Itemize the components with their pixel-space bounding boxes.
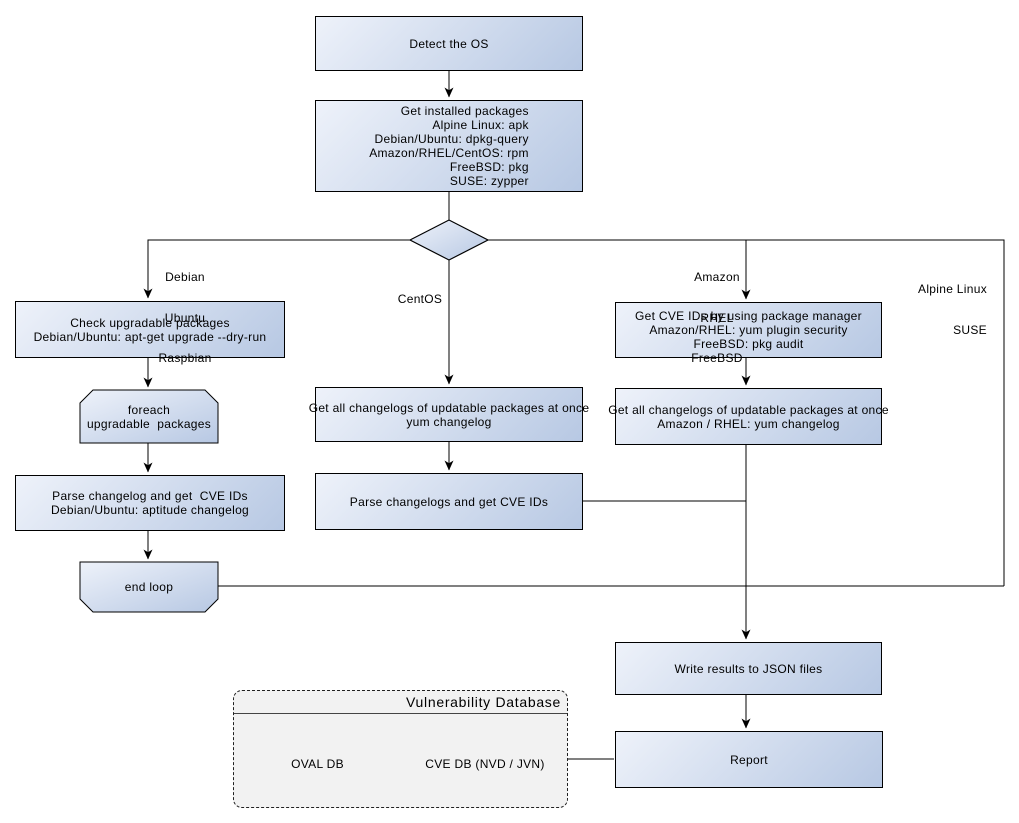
node-text-line: FreeBSD: pkg bbox=[449, 160, 529, 174]
node-text-line: upgradable packages bbox=[86, 416, 212, 431]
node-text-line: Write results to JSON files bbox=[674, 661, 823, 676]
node-get-changelogs-amazon-rhel: Get all changelogs of updatable packages… bbox=[608, 388, 888, 445]
node-text-line: yum changelog bbox=[406, 414, 492, 429]
node-text-line: Detect the OS bbox=[409, 36, 489, 51]
edge-label-line: Ubuntu bbox=[164, 310, 206, 325]
vulnerability-database-title: Vulnerability Database bbox=[406, 694, 561, 710]
loop-end-label: end loop bbox=[80, 562, 218, 612]
node-get-changelogs-centos: Get all changelogs of updatable packages… bbox=[309, 387, 589, 442]
node-text-line: Amazon/RHEL/CentOS: rpm bbox=[369, 146, 529, 160]
edge-label-centos: CentOS bbox=[394, 266, 446, 334]
edge-label-line: Alpine Linux bbox=[918, 282, 987, 296]
node-detect-os: Detect the OS bbox=[315, 16, 583, 71]
node-text-line: Debian/Ubuntu: aptitude changelog bbox=[50, 503, 250, 517]
edge-label-amazon-rhel-freebsd: Amazon RHEL FreeBSD bbox=[677, 244, 757, 393]
edge-label-alpine-linux-suse: Alpine Linux SUSE bbox=[877, 256, 987, 364]
edge-label-line: Raspbian bbox=[158, 351, 212, 365]
decision-diamond bbox=[408, 219, 490, 261]
edge-label-line: RHEL bbox=[700, 310, 734, 325]
cve-db-label: CVE DB (NVD / JVN) bbox=[417, 740, 553, 788]
vulnerability-database-titlebar: Vulnerability Database bbox=[234, 691, 567, 714]
node-check-upgradable-packages: Check upgradable packages Debian/Ubuntu:… bbox=[15, 301, 285, 358]
edge-label-debian-ubuntu-raspbian: Debian Ubuntu Raspbian bbox=[145, 244, 225, 393]
node-text-line: Get all changelogs of updatable packages… bbox=[608, 402, 889, 417]
node-text-line: CVE DB (NVD / JVN) bbox=[425, 757, 545, 771]
node-report: Report bbox=[615, 731, 883, 788]
node-text-line: SUSE: zypper bbox=[449, 174, 529, 188]
node-write-results-json: Write results to JSON files bbox=[615, 642, 882, 695]
node-get-installed-packages: Get installed packages Alpine Linux: apk… bbox=[315, 100, 583, 192]
node-text-line: Report bbox=[730, 752, 768, 767]
edge-label-line: SUSE bbox=[953, 322, 987, 337]
node-text-line: Debian/Ubuntu: apt-get upgrade --dry-run bbox=[33, 329, 267, 344]
loop-start-label: foreach upgradable packages bbox=[80, 390, 218, 443]
node-text-line: OVAL DB bbox=[291, 757, 344, 771]
edge-label-line: FreeBSD bbox=[691, 351, 743, 365]
node-text-line: foreach bbox=[127, 402, 171, 417]
node-text-line: end loop bbox=[124, 580, 174, 594]
node-text-line: Parse changelogs and get CVE IDs bbox=[349, 494, 549, 509]
node-text-line: Amazon / RHEL: yum changelog bbox=[657, 416, 840, 431]
node-text-line: Get all changelogs of updatable packages… bbox=[308, 400, 590, 415]
node-text-line: Debian/Ubuntu: dpkg-query bbox=[374, 132, 529, 146]
node-text-line: Parse changelog and get CVE IDs bbox=[52, 489, 248, 503]
node-parse-changelogs-centos: Parse changelogs and get CVE IDs bbox=[315, 473, 583, 530]
edge-label-line: Amazon bbox=[694, 270, 740, 284]
node-text-line: Get installed packages bbox=[400, 104, 529, 118]
edge-label-line: Debian bbox=[165, 270, 205, 284]
node-text-line: Check upgradable packages bbox=[70, 315, 230, 330]
node-text-line: Alpine Linux: apk bbox=[432, 118, 529, 132]
node-parse-changelog-debian: Parse changelog and get CVE IDs Debian/U… bbox=[15, 475, 285, 531]
node-text-block: Get installed packages Alpine Linux: apk… bbox=[369, 104, 529, 188]
oval-db-label: OVAL DB bbox=[248, 740, 387, 788]
edge-label-line: CentOS bbox=[397, 292, 443, 306]
